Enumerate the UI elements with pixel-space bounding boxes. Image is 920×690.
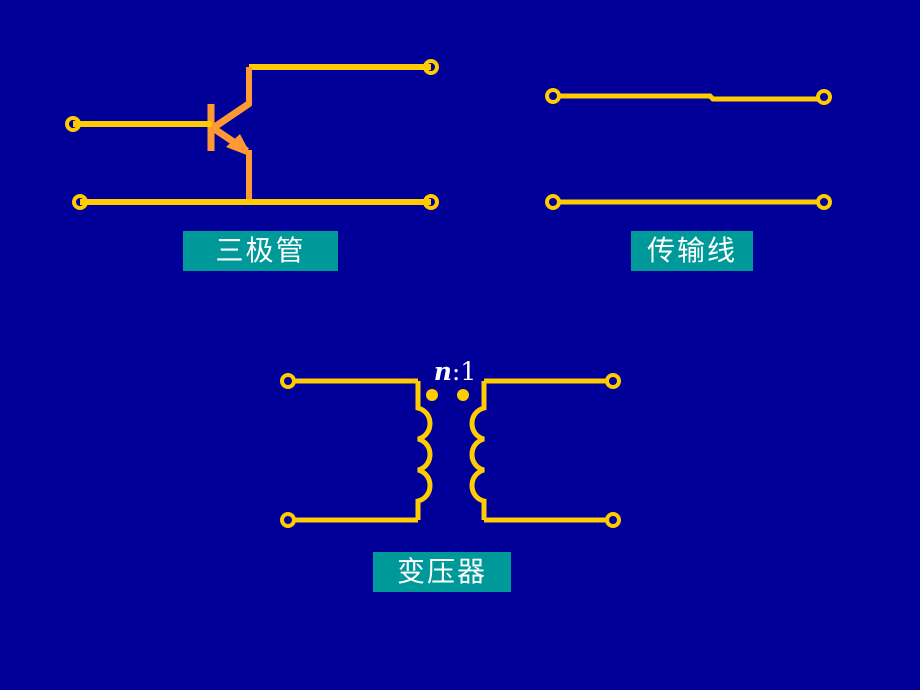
transformer-polarity-dot-primary [426, 389, 438, 401]
transformer-terminal-secondary-bottom[interactable] [605, 512, 621, 528]
transformer-turns-ratio-label: n:1 [420, 358, 490, 386]
transistor-terminal-emitter-right[interactable] [423, 194, 439, 210]
transformer-secondary-winding [469, 381, 487, 520]
figure-transistor [65, 59, 439, 210]
transmission-line-upper-conductor [559, 93, 818, 102]
transformer-terminal-primary-top[interactable] [280, 373, 296, 389]
turns-ratio-secondary: :1 [451, 357, 477, 386]
transformer-polarity-dot-secondary [457, 389, 469, 401]
transformer-terminal-primary-bottom[interactable] [280, 512, 296, 528]
transistor-terminal-collector[interactable] [423, 59, 439, 75]
transformer-terminal-secondary-top[interactable] [605, 373, 621, 389]
transistor-terminal-base[interactable] [65, 116, 81, 132]
transmission-line-terminal-lower-left[interactable] [545, 194, 561, 210]
transformer-primary-winding [415, 381, 433, 520]
caption-transistor-text: 三极管 [215, 234, 306, 267]
transistor-collector-slant [211, 100, 252, 131]
transistor-terminal-emitter-left[interactable] [72, 194, 88, 210]
caption-transistor: 三极管 [183, 231, 338, 271]
transmission-line-terminal-upper-right[interactable] [816, 89, 832, 105]
caption-transformer: 变压器 [373, 552, 511, 592]
figure-transmission-line [545, 88, 832, 210]
turns-ratio-primary: n [433, 357, 452, 386]
caption-transmission-line-text: 传输线 [646, 234, 737, 267]
transmission-line-terminal-upper-left[interactable] [545, 88, 561, 104]
transmission-line-terminal-lower-right[interactable] [816, 194, 832, 210]
figure-transformer [280, 373, 621, 528]
transistor-emitter-arrowhead [226, 134, 252, 157]
caption-transformer-text: 变压器 [396, 555, 487, 588]
caption-transmission-line: 传输线 [631, 231, 753, 271]
